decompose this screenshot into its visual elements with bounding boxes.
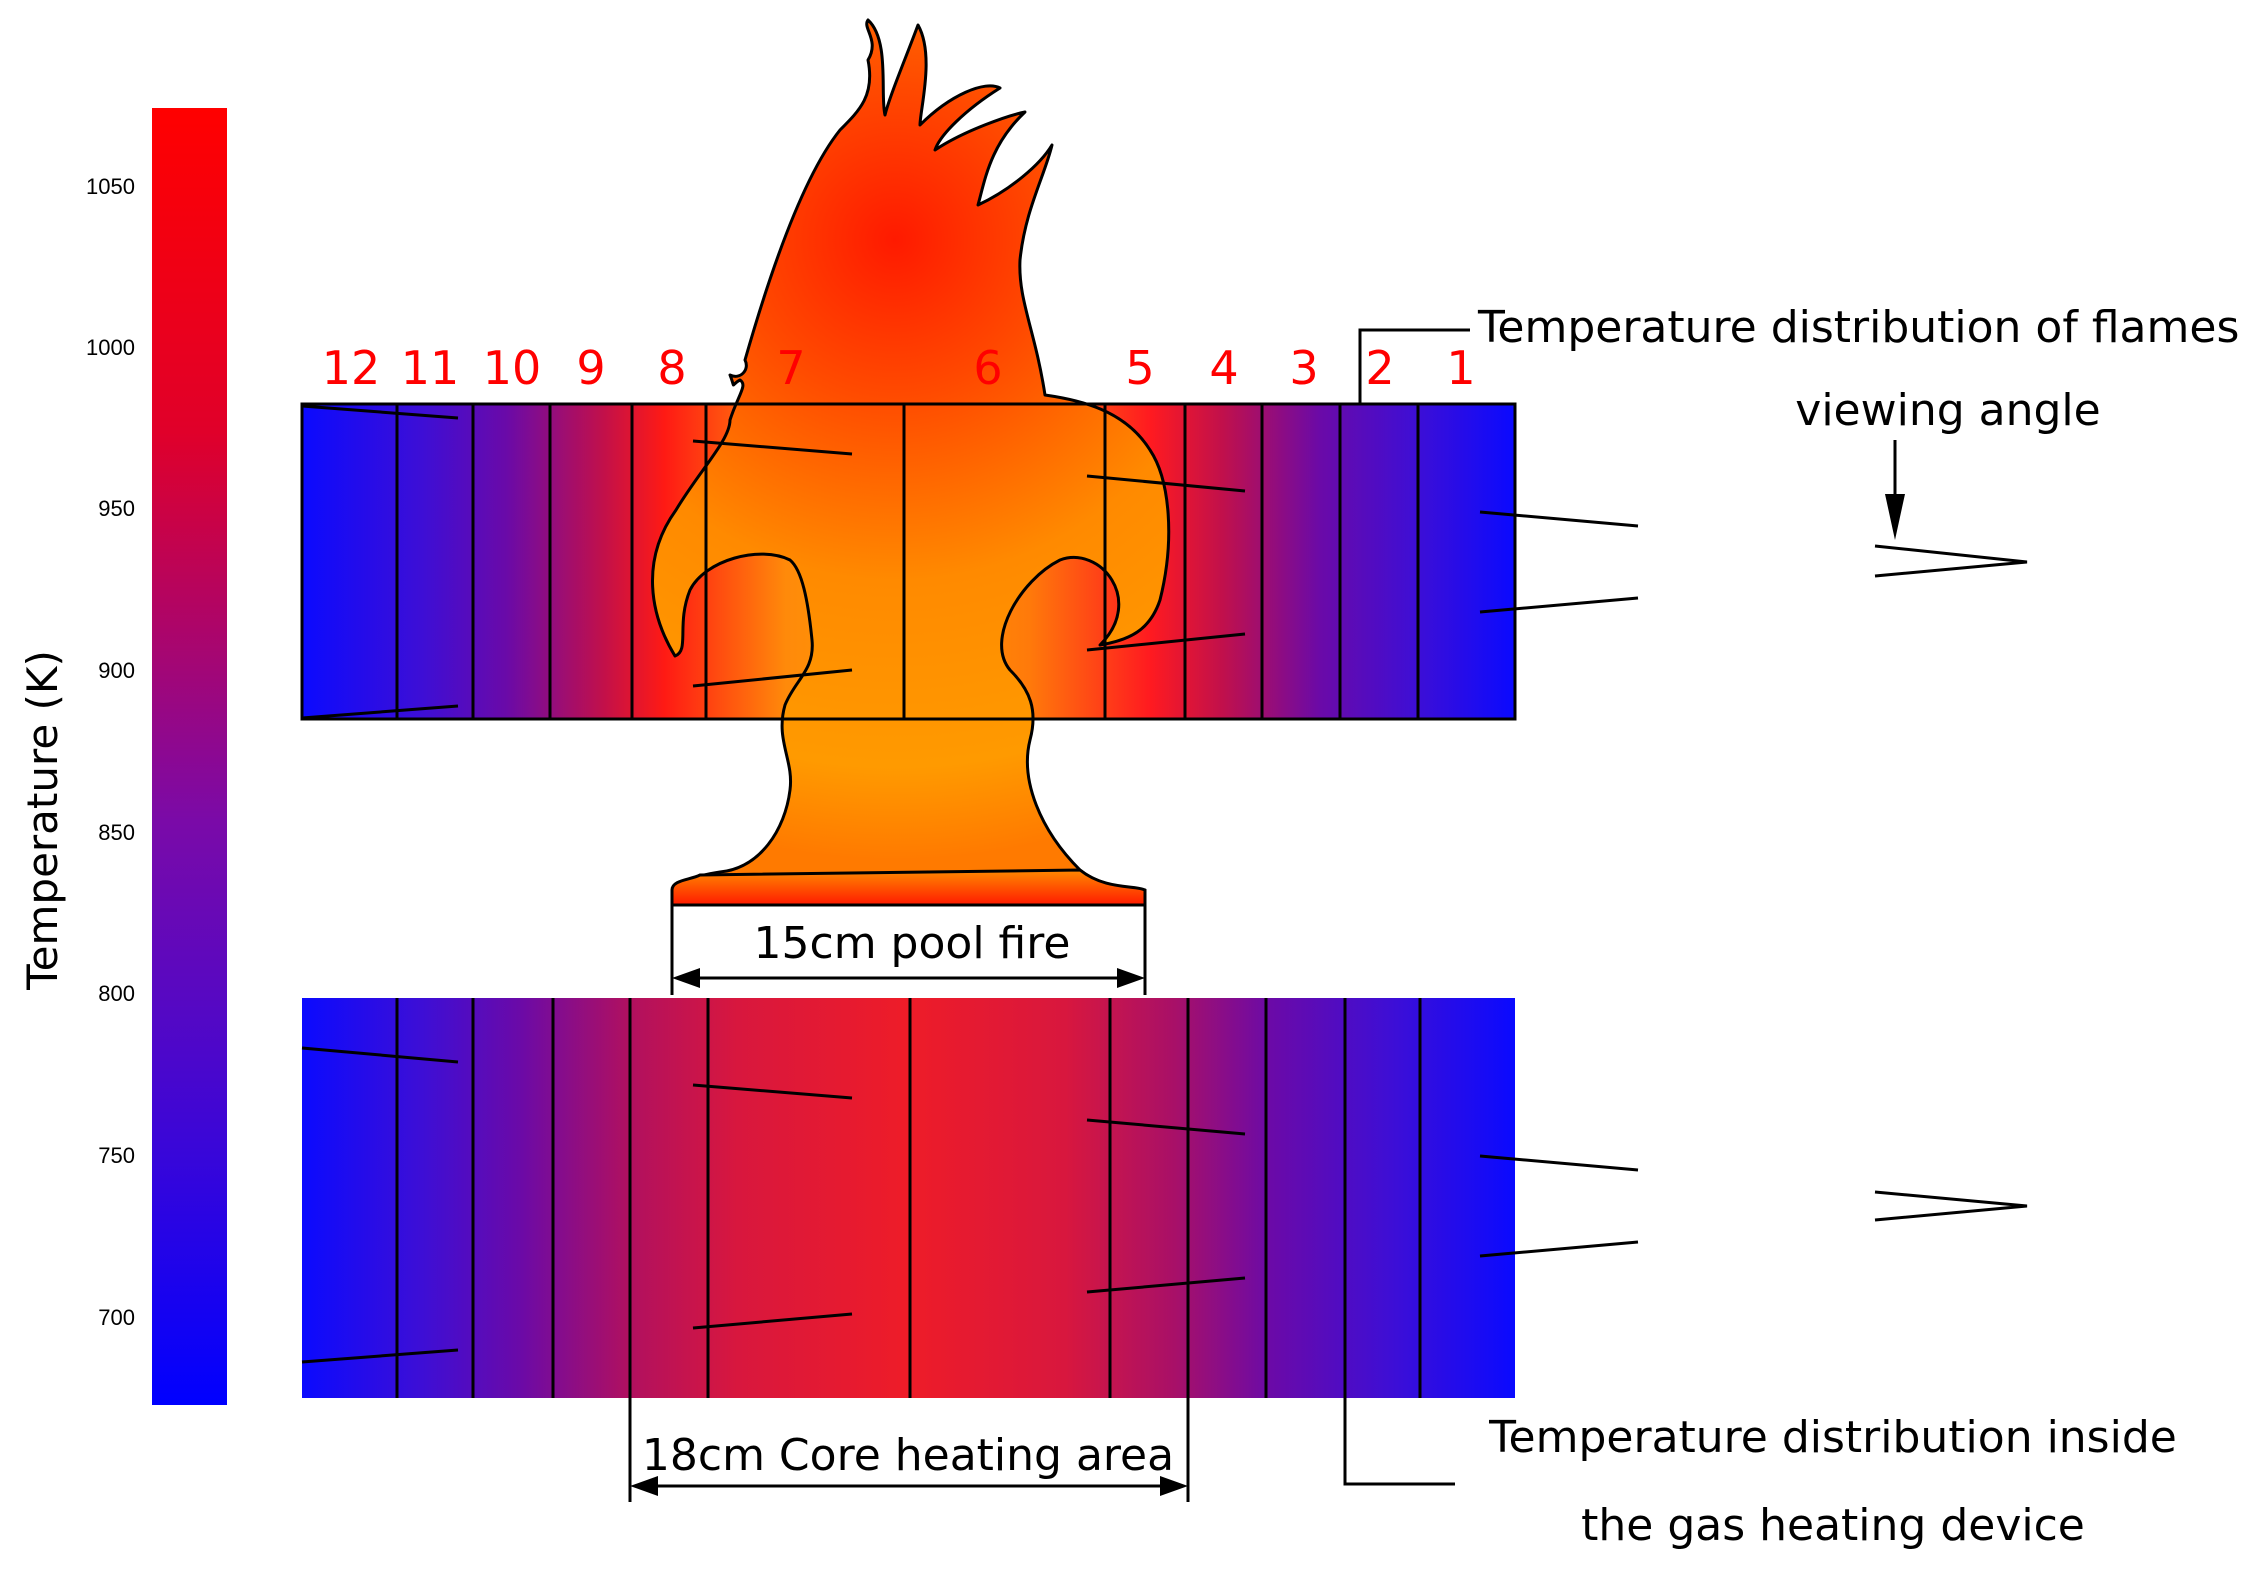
bottom-probe-line (1086, 1276, 1246, 1294)
segment-number: 10 (483, 341, 542, 395)
segment-number: 12 (322, 341, 381, 395)
segment-number: 7 (776, 341, 805, 395)
bottom-probe-line (1086, 1118, 1246, 1136)
top-probe-line (1086, 474, 1246, 493)
pool-fire-dimension: 15cm pool fire (670, 905, 1147, 995)
colorbar-tick-label: 900 (98, 658, 135, 683)
segment-number: 3 (1289, 341, 1318, 395)
bottom-probe-line (1479, 1154, 1639, 1172)
flame (651, 18, 1171, 907)
viewing-arrow-head (1885, 494, 1905, 540)
colorbar: 1050 1000 950 900 850 800 750 700 Temper… (18, 108, 227, 1405)
core-area-label: 18cm Core heating area (642, 1430, 1174, 1481)
bottom-eye-symbol (1874, 1190, 2028, 1222)
flame-shape (651, 18, 1171, 907)
colorbar-gradient (152, 108, 227, 1405)
top-probe-line (301, 704, 459, 720)
inside-label-line1: Temperature distribution inside (1488, 1412, 2177, 1463)
viewing-angle-label: viewing angle (1795, 385, 2100, 436)
top-probe-line (1479, 510, 1639, 528)
segment-number: 1 (1446, 341, 1475, 395)
bottom-probe-line (301, 1348, 459, 1364)
segment-number: 8 (657, 341, 686, 395)
bottom-probe-line (301, 1046, 459, 1064)
segment-numbers: 12 11 10 9 8 7 6 5 4 3 2 1 (322, 341, 1476, 395)
colorbar-tick-label: 850 (98, 820, 135, 845)
segment-number: 6 (973, 341, 1002, 395)
dimension-arrow-left (630, 1476, 658, 1496)
dimension-arrow-right (1160, 1476, 1188, 1496)
dimension-arrow-right (1117, 968, 1145, 988)
pool-fire-label: 15cm pool fire (754, 918, 1071, 969)
bottom-probe-line (692, 1312, 853, 1330)
inside-device-callout: Temperature distribution inside the gas … (1343, 1398, 2177, 1551)
colorbar-ticks: 1050 1000 950 900 850 800 750 700 (86, 174, 135, 1330)
bottom-probe-line (1479, 1240, 1639, 1258)
colorbar-tick-label: 1000 (86, 335, 135, 360)
dimension-arrow-left (672, 968, 700, 988)
pool-fire-base (670, 868, 1147, 907)
top-probe-line (692, 439, 853, 456)
segment-number: 4 (1209, 341, 1238, 395)
bottom-probe-line (692, 1083, 853, 1100)
inside-label-line2: the gas heating device (1581, 1500, 2085, 1551)
callout-leader (1343, 1398, 1455, 1486)
segment-number: 11 (401, 341, 460, 395)
flame-distribution-callout: Temperature distribution of flames viewi… (1358, 302, 2239, 578)
colorbar-tick-label: 800 (98, 981, 135, 1006)
top-band-structure (300, 402, 1639, 721)
flame-distribution-label: Temperature distribution of flames (1477, 302, 2239, 353)
core-area-dimension: 18cm Core heating area (628, 1398, 1190, 1502)
top-probe-line (692, 668, 853, 688)
colorbar-tick-label: 1050 (86, 174, 135, 199)
callout-leader (1358, 328, 1470, 404)
segment-number: 5 (1125, 341, 1154, 395)
top-band-outline (300, 402, 1517, 721)
colorbar-title: Temperature (K) (18, 650, 67, 991)
colorbar-tick-label: 750 (98, 1143, 135, 1168)
segment-number: 9 (576, 341, 605, 395)
colorbar-tick-label: 700 (98, 1305, 135, 1330)
colorbar-tick-label: 950 (98, 496, 135, 521)
top-probe-line (301, 404, 459, 420)
bottom-temperature-band (301, 998, 2028, 1398)
viewing-eye-symbol (1874, 544, 2028, 578)
top-probe-line (1086, 632, 1246, 652)
segment-number: 2 (1365, 341, 1394, 395)
top-probe-line (1479, 596, 1639, 614)
